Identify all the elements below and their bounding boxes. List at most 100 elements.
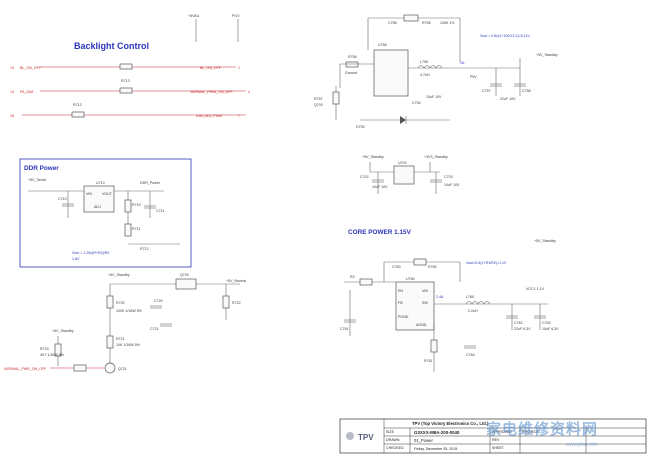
ddr-part-r711: R711 (132, 227, 140, 231)
boost-label-5vsb: +5V_Standby (536, 53, 558, 57)
core-output: VCC1 1.1V (526, 287, 545, 291)
boost-label-p5v: P5V (470, 75, 477, 79)
standby-part-r722: R722 (232, 301, 241, 305)
backlight-section: Backlight Control +5VAU PGV 13 BL_ON_OFF… (10, 14, 250, 118)
watermark-url: www.jdwx.info (566, 442, 598, 448)
core-part-c761: C761 (340, 327, 349, 331)
standby-part-q720: Q720 (180, 273, 189, 277)
conn-num-15: 15 (10, 114, 14, 118)
ddr-pin-vin: VIN (86, 192, 92, 196)
ddr-pin-vout: VOUT (102, 192, 113, 196)
core-pin-sw: SW (422, 301, 428, 305)
boost-part-l756: L756 (420, 60, 428, 64)
boost-label-2a: 2A (460, 61, 465, 65)
cell-checked: CHECKED (386, 446, 404, 450)
ddr-part-r710: R710 (132, 203, 141, 207)
boost-part-c757: C757 (482, 89, 491, 93)
standby-part-c721: C721 (150, 327, 159, 331)
ldo-input: +5V_Standby (362, 155, 384, 159)
standby-part-q721: Q721 (118, 367, 127, 371)
net-bl-on-left: BL_ON_OFF (20, 66, 42, 70)
ddr-title: DDR Power (24, 165, 59, 172)
standby-section: +5V_Standby +5V_Normal Q720 R720 100K 1/… (4, 273, 246, 374)
backlight-power-pgv: PGV (232, 14, 240, 18)
boost-part-c756: C756 (388, 21, 397, 25)
net-normal: NORMAL_PWM_ON_OFF (190, 90, 234, 94)
cell-approved: APPROVED (492, 430, 512, 434)
company-name: TPV (Top Victory Electronics Co., Ltd.) (412, 421, 489, 426)
standby-rail-a: +5V_Standby (108, 273, 130, 277)
conn-num-4: 4 (248, 90, 250, 94)
tpv-logo: TPV (358, 433, 374, 442)
ldo-label-2: 10uF 10V (444, 183, 460, 187)
ldo-part-c702: C702 (360, 175, 369, 179)
core-pin-en: EN (398, 289, 403, 293)
conn-num-7: 7 (238, 114, 240, 118)
ddr-part-c710: C710 (58, 197, 67, 201)
boost-part-c754: C754 (412, 101, 421, 105)
conn-num-1: 1 (238, 66, 240, 70)
cell-sheet: SHEET (492, 446, 505, 450)
core-part-r760: R760 (428, 265, 437, 269)
core-supply: +5V_Standby (534, 239, 556, 243)
core-part-l760: L760 (466, 295, 474, 299)
backlight-power-5v: +5VAU (188, 14, 200, 18)
core-label-2u2: 2.2uH (468, 309, 478, 313)
ref-r712: R712 (73, 103, 82, 107)
net-dim-adj: DIM_ADJ_PWM (196, 114, 222, 118)
standby-rail-a-2: +5V_Standby (52, 329, 74, 333)
boost-part-q700: Q700 (314, 103, 323, 107)
boost-section: C756 R755 100K 1% Vout = 0.6x(1+100/13.2… (314, 14, 558, 129)
core-part-r2: R2 (350, 275, 355, 279)
ddr-input: +5V_Serial (28, 178, 46, 182)
standby-label-100k: 100K 1/16W 5% (116, 309, 143, 313)
ddr-output: DDR_Power (140, 181, 161, 185)
cell-drawn: DRAWN (386, 438, 400, 442)
core-label-10u: 10uF 6.3V (542, 327, 559, 331)
boost-part-r755: R755 (422, 21, 431, 25)
ldo-output: +3V3_Standby (424, 155, 448, 159)
ddr-pin-adj: ADJ (94, 205, 101, 209)
boost-label-22u: 22uF 10V (500, 97, 516, 101)
boost-part-c758: C758 (522, 89, 531, 93)
boost-part-d700: D700 (356, 125, 365, 129)
conn-num-14: 14 (10, 90, 14, 94)
standby-part-r720: R720 (116, 301, 125, 305)
core-label-22u: 22uF 6.3V (514, 327, 531, 331)
doc-no: G3XXX-M8A-200-0040 (414, 430, 460, 435)
standby-part-c720: C720 (154, 299, 163, 303)
doc-date: Friday, December 25, 2015 (414, 447, 457, 451)
core-pin-pgnd: PGND (398, 315, 409, 319)
core-pin-agnd: AGND (416, 323, 427, 327)
ref-r713: R713 (121, 79, 130, 83)
boost-label-100k: 100K 1% (440, 21, 455, 25)
backlight-title: Backlight Control (74, 41, 149, 51)
boost-formula: Vout = 0.6x(1+100/13.2)=5.11V (480, 34, 530, 38)
project-label: PROJECT (522, 430, 540, 434)
cell-size: SIZE (386, 430, 395, 434)
cell-rev: REV (492, 438, 500, 442)
ddr-part-c711: C711 (156, 209, 164, 213)
standby-rail-b: +5V_Normal (226, 279, 246, 283)
core-section: CORE POWER 1.15V Vout=0.6(1+R1/R2)=1.1V … (340, 229, 559, 372)
core-part-c764: C764 (466, 353, 475, 357)
ddr-formula-2: 1.8V (72, 257, 80, 261)
core-formula: Vout=0.6(1+R1/R2)=1.1V (466, 261, 507, 265)
ldo-part-c703: C703 (444, 175, 453, 179)
watermark-text: 家电维修资料网 (486, 420, 598, 438)
core-pin-fb: FB (398, 301, 403, 305)
core-pin-vin: VIN (422, 289, 428, 293)
boost-label-4u7: 4.7uH (420, 73, 430, 77)
ddr-section: DDR Power +5V_Serial DDR_Power U710 VIN … (19, 158, 192, 268)
ldo-label-1: 10uF 10V (372, 185, 388, 189)
ddr-formula: Vout = 1.25x(R+R2)/R2 (72, 251, 109, 255)
core-title: CORE POWER 1.15V (348, 229, 412, 236)
core-part-u760: U760 (406, 277, 415, 281)
ddr-part-r712: R712 (140, 247, 149, 251)
conn-num-13: 13 (10, 66, 14, 70)
standby-label-10k: 10K 1/16W 5% (116, 343, 141, 347)
boost-part-r757: R757 (314, 97, 323, 101)
standby-part-r721: R721 (116, 337, 125, 341)
ddr-part-u710: U710 (96, 181, 105, 185)
